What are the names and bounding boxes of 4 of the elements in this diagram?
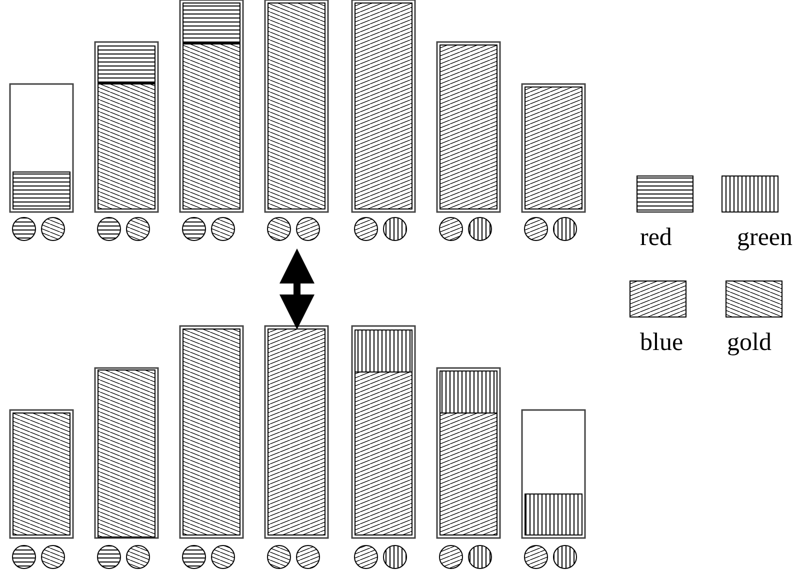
legend-label: gold xyxy=(727,329,772,357)
legend-label: green xyxy=(737,224,793,252)
legend-label: blue xyxy=(640,329,684,357)
legend-label: red xyxy=(640,224,672,252)
